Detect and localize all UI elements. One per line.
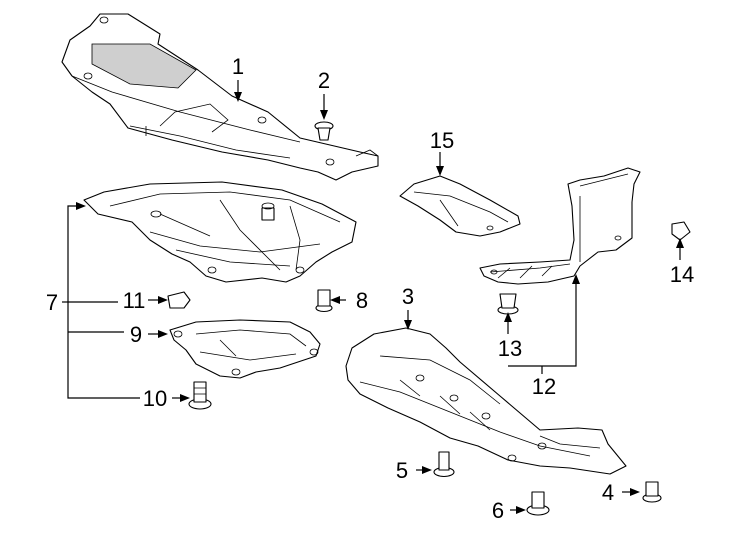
fastener-13-clip	[497, 293, 519, 315]
callout-12: 12	[532, 374, 556, 399]
part-7-under-cover	[83, 181, 357, 283]
part-15-shield	[399, 175, 521, 237]
fastener-8-clip	[315, 289, 333, 313]
part-9-tray	[169, 319, 321, 379]
callout-4: 4	[602, 480, 614, 505]
callout-labels: 1 2 15 7 11 9 10 8 3 13 12 14 5 6 4	[46, 54, 694, 523]
part-3-lower-cover	[345, 327, 627, 475]
callout-10: 10	[143, 386, 167, 411]
callout-2: 2	[318, 68, 330, 93]
fastener-5-bolt	[433, 451, 455, 478]
fastener-4-clip	[642, 481, 662, 503]
callout-6: 6	[492, 498, 504, 523]
leader-lines	[62, 80, 684, 514]
callout-15: 15	[430, 128, 454, 153]
part-1-upper-cover	[61, 13, 379, 181]
fastener-10-bolt	[188, 381, 212, 410]
callout-9: 9	[130, 322, 142, 347]
callout-11: 11	[123, 288, 146, 313]
fastener-6-bolt	[526, 491, 550, 516]
callout-8: 8	[356, 288, 368, 313]
fastener-11-nut	[167, 291, 191, 309]
callout-14: 14	[670, 262, 694, 287]
fastener-14-screw	[671, 221, 691, 241]
callout-13: 13	[498, 336, 522, 361]
fastener-2-clip	[314, 121, 334, 141]
part-12-side-deflector	[479, 167, 641, 285]
callout-1: 1	[232, 54, 244, 79]
callout-7: 7	[46, 290, 58, 315]
callout-5: 5	[396, 458, 408, 483]
callout-3: 3	[402, 284, 414, 309]
